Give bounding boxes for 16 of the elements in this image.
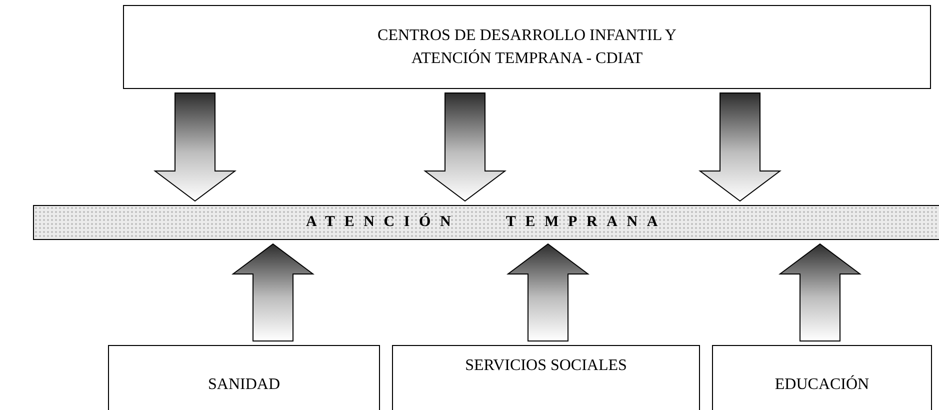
box-label: ATENCIÓN TEMPRANA	[306, 212, 667, 232]
block-arrow	[698, 92, 782, 202]
block-arrow	[424, 92, 506, 202]
band-box	[33, 205, 939, 240]
block-arrow	[778, 243, 862, 342]
box-label: CENTROS DE DESARROLLO INFANTIL Y ATENCIÓN TEMPRANA - CDIAT	[376, 26, 678, 69]
sector-box	[392, 345, 700, 410]
sector-box	[712, 345, 932, 410]
block-arrow	[232, 243, 314, 342]
box-label: EDUCACIÓN	[774, 374, 870, 395]
title-box	[123, 5, 931, 89]
block-arrow	[506, 243, 590, 342]
sector-box	[108, 345, 380, 410]
block-arrow	[154, 92, 236, 202]
box-label: SANIDAD	[208, 375, 280, 395]
box-label: SERVICIOS SOCIALES	[465, 356, 627, 376]
